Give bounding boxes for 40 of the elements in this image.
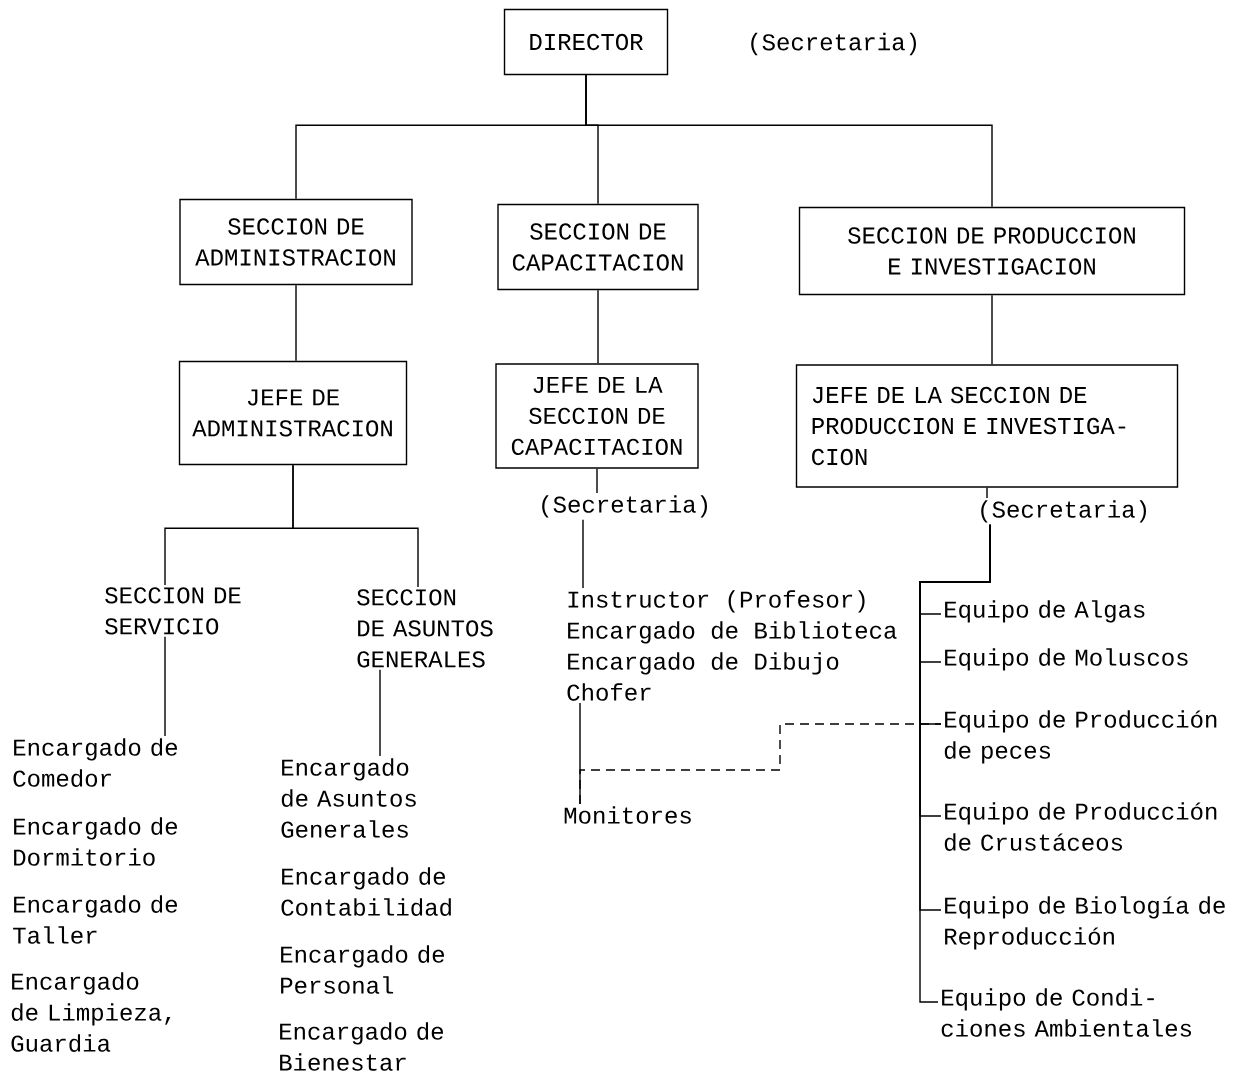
org-box: SECCION DE CAPACITACION [497, 203, 699, 291]
position-label: SECCION DE ASUNTOS GENERALES [357, 589, 493, 668]
position-label: (Secretaria) [981, 500, 1146, 523]
secretary-label: (Secretaria) [751, 32, 916, 56]
org-box: SECCION DE PRODUCCION E INVESTIGACION [798, 206, 1186, 296]
position-label: Encargado de Asuntos Generales [281, 758, 416, 838]
position-label: Monitores [564, 806, 691, 824]
position-label: Equipo de Algas [945, 600, 1145, 623]
position-label: Equipo de Producción de Crustáceos [944, 802, 1217, 851]
position-label: (Secretaria) [542, 495, 707, 518]
connector-line [582, 519, 584, 589]
connector-line [379, 669, 381, 757]
org-box: JEFE DE LA SECCION DE PRODUCCION E INVESTIGA- CION [795, 364, 1179, 488]
connector-line [295, 284, 297, 362]
position-label: Encargado de Limpieza, Guardia [11, 972, 171, 1052]
position-label: Encargado de Bienestar [280, 1022, 443, 1071]
connector-line [597, 289, 599, 364]
connector-line [164, 636, 166, 737]
connector-line [991, 294, 993, 365]
org-box: JEFE DE LA SECCION DE CAPACITACION [495, 363, 699, 469]
position-label: Instructor (Profesor) Encargado de Biblioteca Encargado de Dibujo Chofer [567, 590, 897, 701]
position-label: Encargado de Personal [281, 945, 444, 994]
connector-line [292, 464, 419, 588]
connector-line [986, 487, 988, 499]
position-label: Encargado de Dormitorio [14, 817, 177, 866]
position-label: Encargado de Contabilidad [281, 867, 451, 916]
position-label: Encargado de Taller [13, 895, 177, 944]
org-box: SECCION DE ADMINISTRACION [179, 198, 413, 286]
position-label: Encargado de Comedor [13, 738, 177, 787]
connector-line [585, 74, 993, 208]
org-box: JEFE DE ADMINISTRACION [178, 360, 408, 466]
position-label: Equipo de Producción de peces [944, 710, 1217, 764]
position-label: SECCION DE SERVICIO [105, 587, 241, 635]
connector-line [919, 524, 991, 1003]
position-label: Equipo de Moluscos [945, 648, 1188, 671]
connector-line [596, 468, 598, 494]
position-label: Equipo de Biología de Reproducción [945, 896, 1225, 950]
dashed-connector [579, 723, 942, 805]
position-label: Equipo de Condi- ciones Ambientales [941, 988, 1191, 1037]
org-box: DIRECTOR [503, 8, 669, 76]
